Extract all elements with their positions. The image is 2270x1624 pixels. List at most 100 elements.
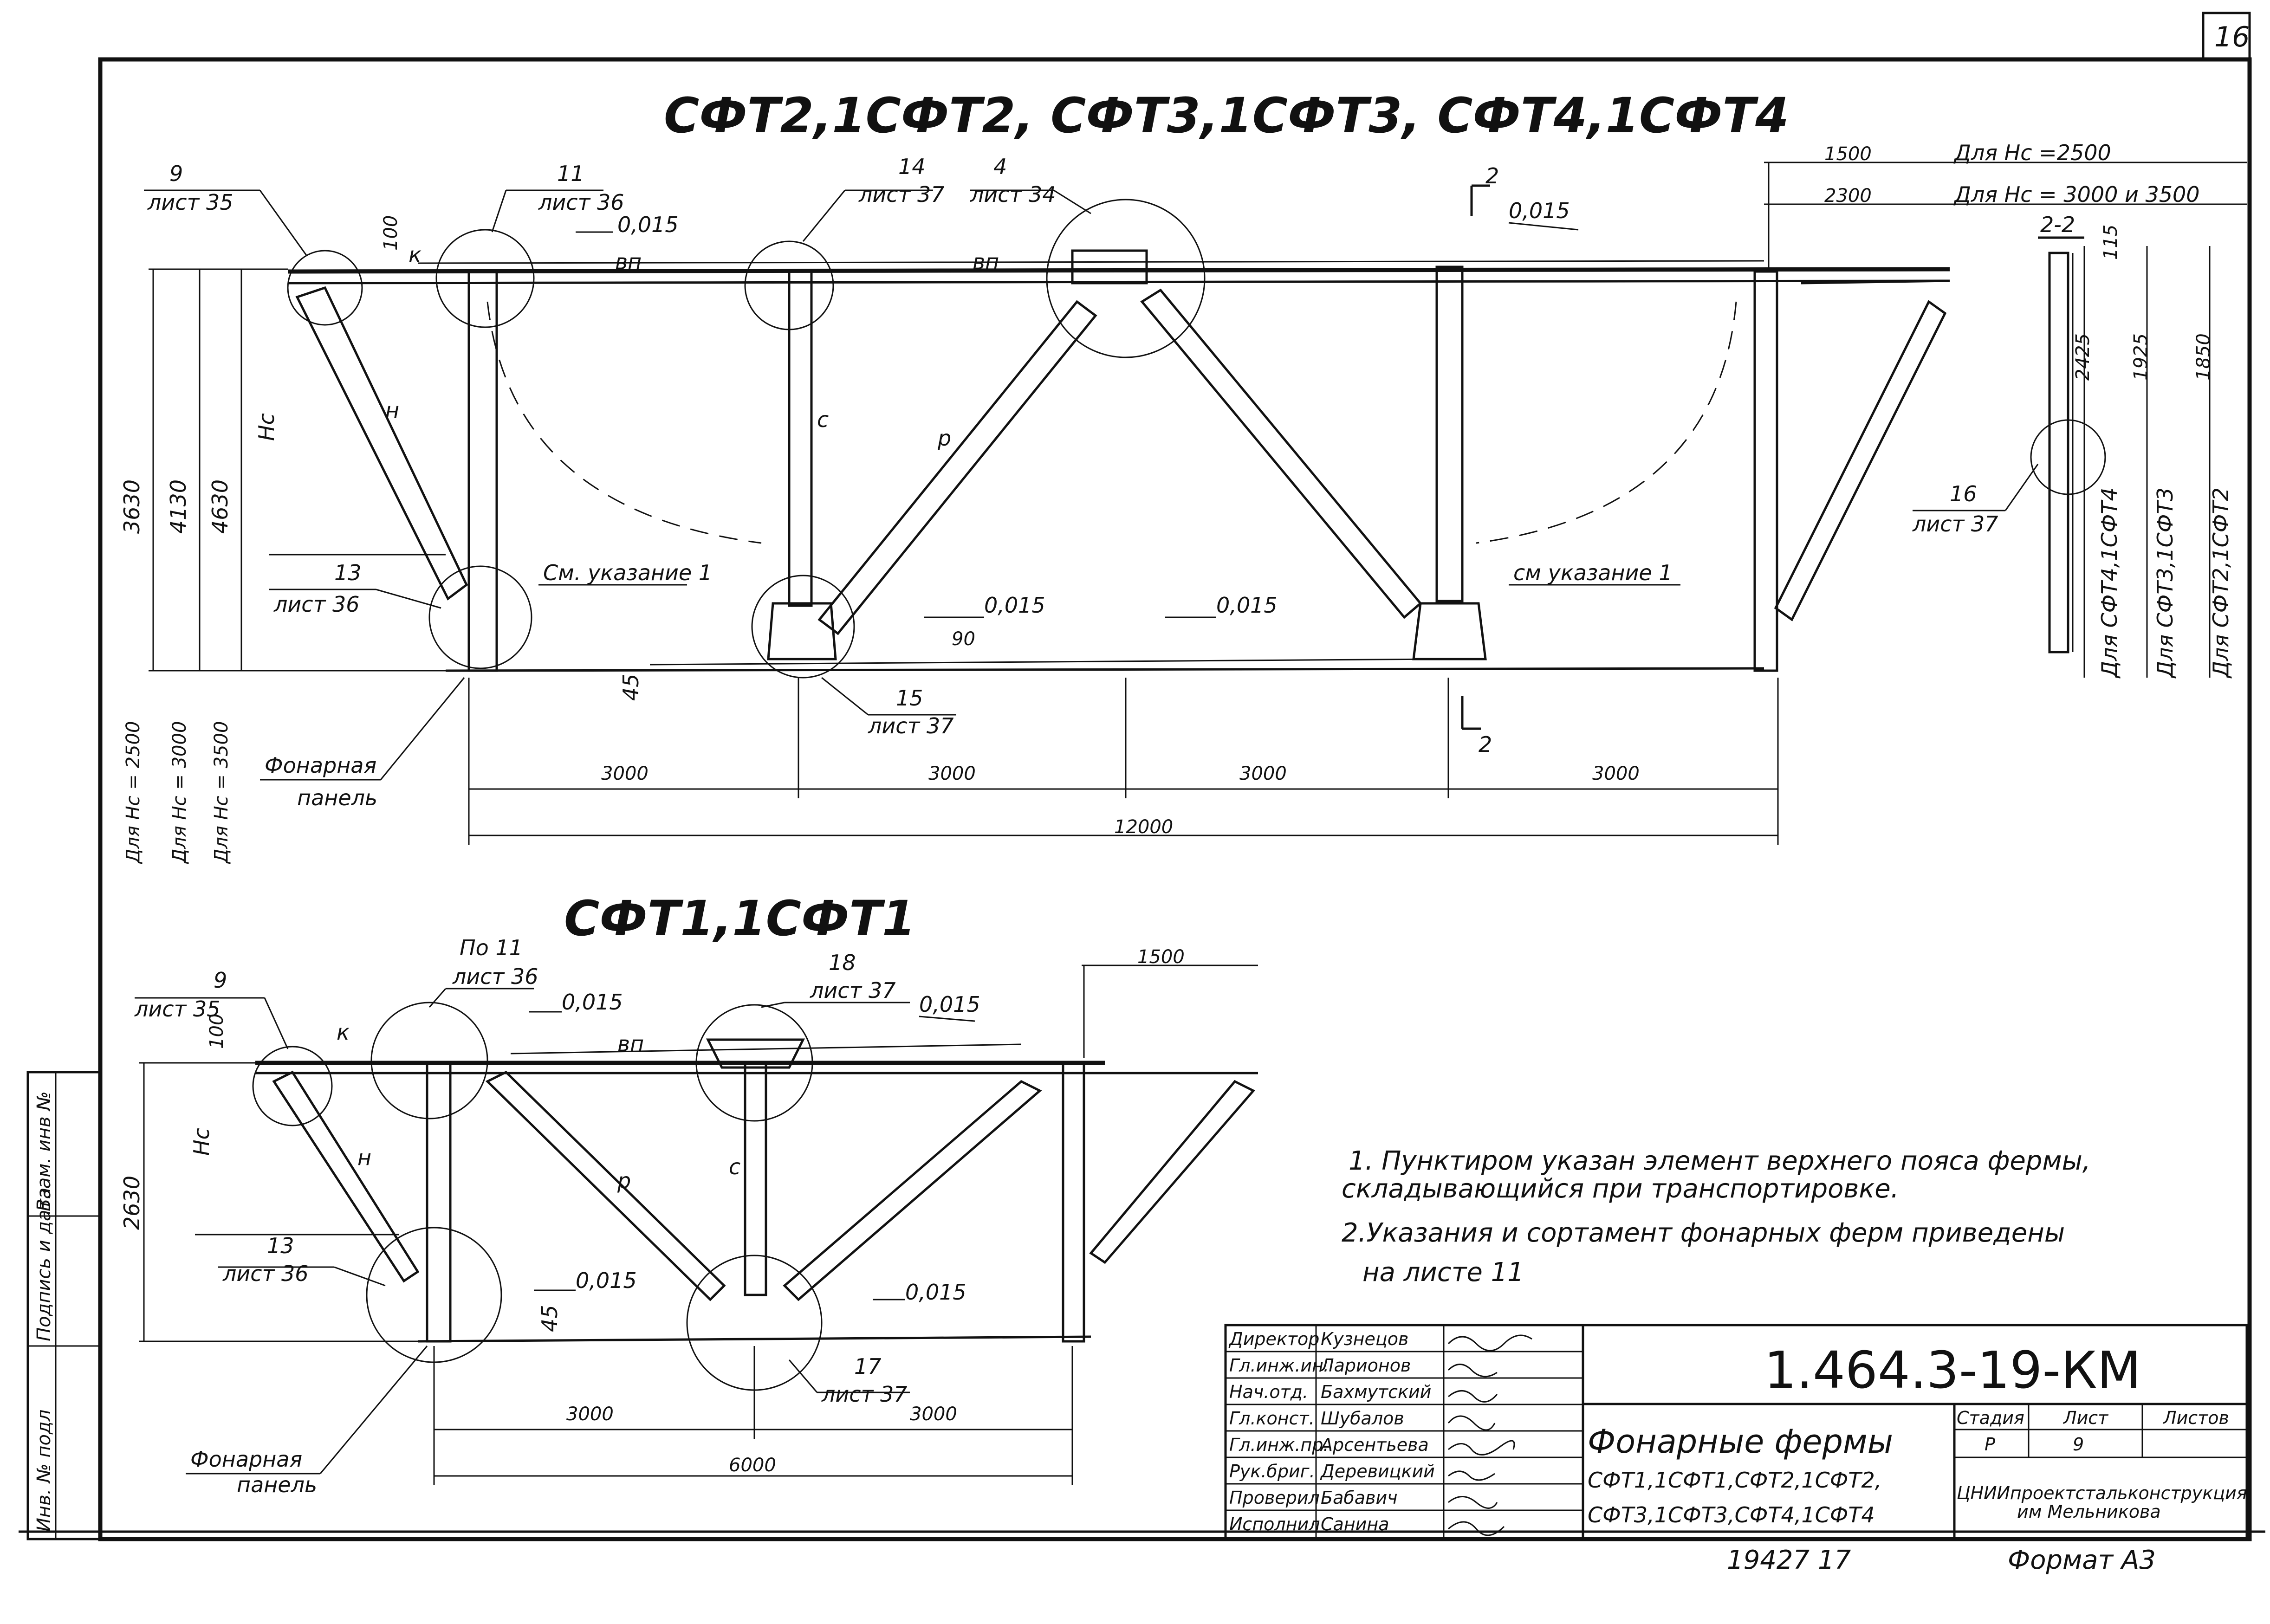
organization-sub: им Мельникова — [2017, 1501, 2161, 1522]
callout-15: 15 — [896, 686, 923, 711]
panel-label: Фонарная — [190, 1447, 302, 1472]
side-stamp: Инв. № подл Подпись и дата Взам. инв № — [26, 1071, 102, 1540]
stamp-inv-number: Инв. № подл — [33, 1410, 55, 1532]
callout-11: 11 — [557, 161, 584, 186]
slope-label: 0,015 — [617, 212, 679, 237]
dim-span-part: 3000 — [910, 1404, 957, 1425]
member-vp: вп — [617, 1031, 644, 1056]
callout-11: По 11 — [460, 935, 523, 960]
person-role: Гл.инж.пр. — [1229, 1435, 1329, 1455]
person-name: Бабавич — [1321, 1488, 1398, 1508]
member-r: р — [617, 1168, 631, 1193]
member-k: к — [409, 242, 422, 267]
note-line: 2.Указания и сортамент фонарных ферм при… — [1342, 1218, 2065, 1248]
signatures — [1447, 1334, 1532, 1536]
dim-90: 90 — [952, 628, 975, 650]
slope-label: 0,015 — [562, 990, 623, 1015]
top-truss-title: СФТ2,1СФТ2, СФТ3,1СФТ3, СФТ4,1СФТ4 — [664, 87, 1789, 144]
section-dim: 1925 — [2130, 333, 2152, 381]
panel-label: панель — [237, 1472, 317, 1497]
stamp-replace-inv: Взам. инв № — [33, 1091, 55, 1211]
notes: 1. Пунктиром указан элемент верхнего поя… — [1342, 1146, 2091, 1288]
section-mark: 2 — [1479, 732, 1492, 757]
see-note: См. указание 1 — [543, 560, 712, 585]
section-dim: 2425 — [2072, 333, 2094, 381]
dim-45: 45 — [537, 1305, 562, 1332]
member-k: к — [337, 1020, 350, 1045]
callout-17-sheet: лист 37 — [821, 1382, 908, 1407]
person-name: Санина — [1321, 1514, 1389, 1534]
person-name: Арсентьева — [1319, 1435, 1429, 1455]
document-subname: СФТ1,1СФТ1,СФТ2,1СФТ2, — [1588, 1468, 1881, 1493]
member-vp: вп — [615, 249, 642, 274]
callout-9-sheet: лист 35 — [134, 996, 221, 1022]
person-name: Бахмутский — [1321, 1382, 1431, 1402]
title-block: Директор Кузнецов Гл.инж.ин. Ларионов На… — [1224, 1324, 2248, 1540]
section-dim: 1850 — [2193, 333, 2214, 381]
callout-13: 13 — [267, 1233, 294, 1258]
person-role: Директор — [1228, 1329, 1319, 1349]
callout-9: 9 — [169, 161, 183, 186]
dim-height-4630: 4630 — [208, 479, 233, 534]
section-dim: 115 — [2100, 225, 2121, 260]
hc-variant: Для Hc = 3000 и 3500 — [1953, 182, 2200, 207]
section-type: Для СФТ4,1СФТ4 — [2097, 487, 2122, 679]
section-2-2: 2-2 115 2425 1925 1850 Для СФТ4,1СФТ4 Дл… — [2038, 212, 2233, 679]
title-block-people: Директор Кузнецов Гл.инж.ин. Ларионов На… — [1226, 1329, 1583, 1534]
section-mark: 2 — [1485, 163, 1499, 188]
stage-value: Р — [1985, 1434, 1995, 1455]
dim-1500: 1500 — [1824, 143, 1872, 165]
person-role: Проверил — [1229, 1488, 1320, 1508]
sheet-number: 16 — [2214, 21, 2250, 53]
person-name: Кузнецов — [1321, 1329, 1408, 1349]
member-n: н — [357, 1145, 371, 1170]
person-role: Рук.бриг. — [1229, 1461, 1315, 1482]
callout-14-sheet: лист 37 — [858, 182, 945, 207]
callout-17: 17 — [854, 1354, 882, 1379]
dim-span-part: 3000 — [566, 1404, 614, 1425]
top-truss-drawing: СФТ2,1СФТ2, СФТ3,1СФТ3, СФТ4,1СФТ4 — [119, 87, 2247, 864]
stamp-signature-date: Подпись и дата — [33, 1188, 55, 1341]
callout-11-sheet: лист 36 — [452, 964, 538, 989]
hc-variant: Для Hc = 2500 — [123, 721, 144, 864]
below-code: 19427 17 — [1727, 1545, 1851, 1575]
callout-16: 16 — [1950, 481, 1977, 506]
slope-label: 0,015 — [1216, 593, 1278, 618]
dim-span-part: 3000 — [601, 763, 649, 784]
callout-18: 18 — [829, 950, 856, 975]
dim-span-total: 6000 — [729, 1455, 776, 1476]
member-r: р — [937, 426, 951, 451]
member-s: с — [729, 1154, 740, 1179]
sheet-label: Лист — [2062, 1408, 2109, 1428]
callout-4: 4 — [993, 154, 1007, 179]
callout-9: 9 — [214, 968, 227, 993]
section-type: Для СФТ2,1СФТ2 — [2208, 487, 2233, 679]
person-role: Нач.отд. — [1229, 1382, 1308, 1402]
dim-1500: 1500 — [1137, 946, 1185, 968]
stage-label: Стадия — [1957, 1408, 2024, 1428]
document-name: Фонарные фермы — [1588, 1423, 1893, 1461]
section-type: Для СФТ3,1СФТ3 — [2153, 487, 2178, 679]
hc-variant: Для Hc = 3000 — [169, 721, 190, 864]
document-code: 1.464.3-19-КМ — [1764, 1340, 2141, 1400]
person-role: Гл.инж.ин. — [1229, 1355, 1329, 1376]
slope-label: 0,015 — [1509, 198, 1570, 223]
callout-18-sheet: лист 37 — [810, 978, 896, 1003]
panel-label: панель — [297, 785, 377, 810]
member-hc: Hc — [254, 413, 279, 441]
sheet-frame — [19, 12, 2265, 1541]
slope-label: 0,015 — [905, 1280, 966, 1305]
sheet-value: 9 — [2073, 1434, 2084, 1455]
organization: ЦНИИпроектстальконструкция — [1957, 1483, 2247, 1503]
callout-13-sheet: лист 36 — [273, 592, 360, 617]
dim-45: 45 — [618, 673, 643, 701]
hc-variant: Для Hc =2500 — [1953, 140, 2111, 165]
dim-height-4130: 4130 — [166, 479, 191, 534]
person-name: Деревицкий — [1320, 1461, 1435, 1482]
callout-11-sheet: лист 36 — [538, 190, 624, 215]
note-line: 1. Пунктиром указан элемент верхнего поя… — [1349, 1146, 2091, 1176]
dim-span-part: 3000 — [1239, 763, 1287, 784]
note-line: на листе 11 — [1362, 1257, 1524, 1288]
dim-span-part: 3000 — [1592, 763, 1640, 784]
dim-100: 100 — [380, 215, 402, 251]
